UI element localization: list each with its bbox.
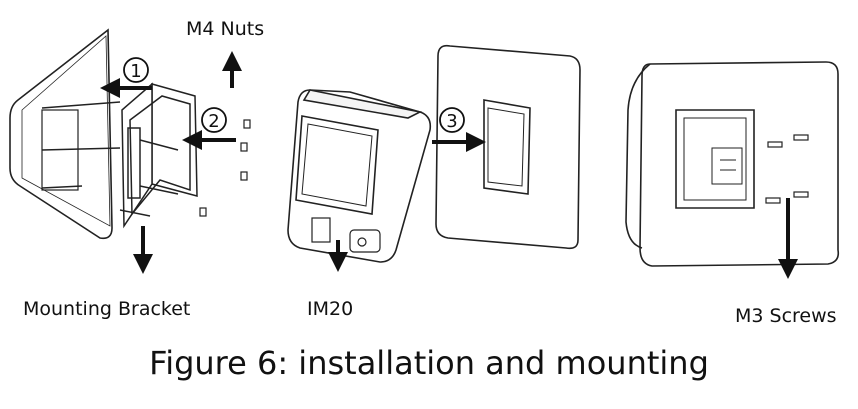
figure-caption: Figure 6: installation and mounting (149, 344, 709, 382)
svg-text:1: 1 (130, 61, 141, 82)
assembled-view (625, 61, 840, 267)
m4-nuts (199, 119, 251, 217)
wall-plate-middle (435, 44, 581, 250)
step-marker-2: 2 (201, 107, 227, 133)
svg-text:2: 2 (208, 111, 219, 132)
svg-text:3: 3 (446, 111, 457, 132)
label-m3-screws: M3 Screws (735, 305, 837, 327)
mounting-bracket (119, 82, 198, 229)
label-im20: IM20 (307, 298, 354, 320)
step-marker-3: 3 (439, 107, 465, 133)
label-mounting-bracket: Mounting Bracket (23, 298, 191, 320)
im20-device (287, 89, 432, 263)
m3-screws (765, 134, 809, 204)
label-m4-nuts: M4 Nuts (186, 18, 265, 40)
wall-plate-left (9, 28, 121, 240)
step-marker-1: 1 (123, 57, 149, 83)
